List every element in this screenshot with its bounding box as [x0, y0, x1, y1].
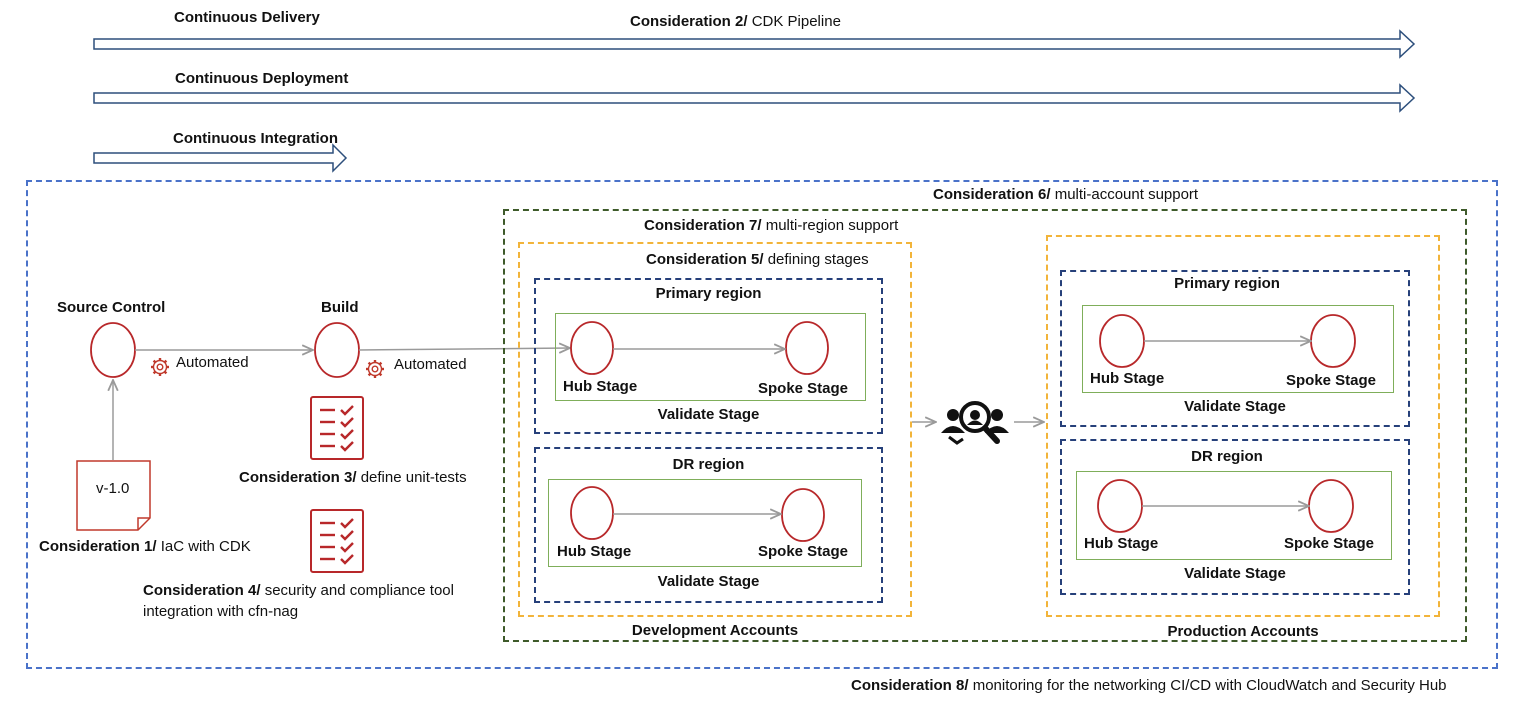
prod-primary-region-title: Primary region [1174, 275, 1280, 292]
prod-primary-validate-label: Validate Stage [1184, 398, 1286, 415]
continuous-deployment-arrow [93, 83, 1416, 113]
prod-accounts-label: Production Accounts [1167, 623, 1319, 640]
consideration-7-text: multi-region support [761, 217, 899, 234]
consideration-4-tag: Consideration 4/ [143, 582, 261, 599]
dev-primary-region-title: Primary region [655, 285, 762, 302]
continuous-delivery-arrow [93, 29, 1416, 59]
consideration-4-label-line2: integration with cfn-nag [143, 603, 299, 620]
dev-accounts-boundary [518, 242, 912, 617]
dev-primary-region [534, 278, 883, 434]
dev-dr-region-title: DR region [672, 456, 745, 473]
consideration-6-tag: Consideration 6/ [933, 186, 1051, 203]
dev-dr-hub-circle [570, 486, 614, 540]
prod-dr-spoke-label: Spoke Stage [1284, 535, 1375, 552]
prod-dr-region-title: DR region [1191, 448, 1263, 465]
consideration-1-text: IaC with CDK [156, 538, 251, 555]
dev-dr-validate-label: Validate Stage [657, 573, 760, 590]
consideration-2-tag: Consideration 2/ [630, 13, 748, 30]
continuous-delivery-label: Continuous Delivery [174, 9, 320, 26]
consideration-7-label: Consideration 7/ multi-region support [644, 217, 898, 235]
consideration-5-label: Consideration 5/ defining stages [646, 251, 869, 269]
consideration-4-label: Consideration 4/ security and compliance… [143, 582, 454, 600]
consideration-6-text: multi-account support [1050, 186, 1199, 203]
consideration-4-text: security and compliance tool [260, 582, 454, 599]
dev-primary-hub-circle [570, 321, 614, 375]
prod-dr-validate-label: Validate Stage [1184, 565, 1286, 582]
consideration-8-label: Consideration 8/ monitoring for the netw… [851, 677, 1447, 695]
prod-primary-spoke-label: Spoke Stage [1286, 372, 1377, 389]
dev-dr-spoke-label: Spoke Stage [758, 543, 849, 560]
prod-dr-region [1060, 439, 1410, 595]
build-label: Build [321, 299, 359, 316]
consideration-2-text: CDK Pipeline [747, 13, 841, 30]
gear-icon [151, 358, 169, 376]
dev-primary-validate-label: Validate Stage [657, 406, 760, 423]
document-icon [76, 460, 151, 531]
dev-dr-validate-stage [548, 479, 862, 567]
document-fold [137, 517, 150, 530]
consideration-8-text: monitoring for the networking CI/CD with… [968, 677, 1447, 694]
dev-accounts-label: Development Accounts [631, 622, 799, 639]
consideration-5-text: defining stages [763, 251, 869, 268]
continuous-integration-label: Continuous Integration [173, 130, 338, 147]
gear-icon [366, 360, 384, 378]
prod-primary-validate-stage [1082, 305, 1394, 393]
prod-dr-hub-label: Hub Stage [1084, 535, 1159, 552]
prod-primary-hub-label: Hub Stage [1090, 370, 1165, 387]
consideration-1-tag: Consideration 1/ [39, 538, 157, 555]
checklist-icon [310, 509, 364, 573]
consideration-3-text: define unit-tests [356, 469, 467, 486]
consideration-3-label: Consideration 3/ define unit-tests [239, 469, 467, 487]
prod-accounts-boundary [1046, 235, 1440, 617]
prod-dr-validate-stage [1076, 471, 1392, 560]
continuous-deployment-label: Continuous Deployment [175, 70, 349, 87]
consideration-2-label: Consideration 2/ CDK Pipeline [630, 13, 841, 31]
dev-primary-validate-stage [555, 313, 866, 401]
automated-label-2: Automated [394, 356, 467, 373]
automated-label-1: Automated [176, 354, 249, 371]
dev-primary-hub-label: Hub Stage [563, 378, 638, 395]
monitoring-boundary [26, 180, 1498, 669]
dev-primary-spoke-label: Spoke Stage [758, 380, 849, 397]
dev-dr-hub-label: Hub Stage [557, 543, 632, 560]
consideration-5-tag: Consideration 5/ [646, 251, 764, 268]
consideration-1-label: Consideration 1/ IaC with CDK [39, 538, 251, 556]
manual-approval-icon [941, 401, 1009, 445]
multi-region-boundary [503, 209, 1467, 642]
version-doc-label: v-1.0 [96, 480, 130, 497]
source-control-label: Source Control [57, 299, 166, 316]
consideration-8-tag: Consideration 8/ [851, 677, 969, 694]
consideration-7-tag: Consideration 7/ [644, 217, 762, 234]
consideration-3-tag: Consideration 3/ [239, 469, 357, 486]
prod-primary-region [1060, 270, 1410, 427]
dev-dr-region [534, 447, 883, 603]
continuous-integration-arrow [93, 143, 348, 173]
checklist-icon [310, 396, 364, 460]
consideration-6-label: Consideration 6/ multi-account support [933, 186, 1198, 204]
